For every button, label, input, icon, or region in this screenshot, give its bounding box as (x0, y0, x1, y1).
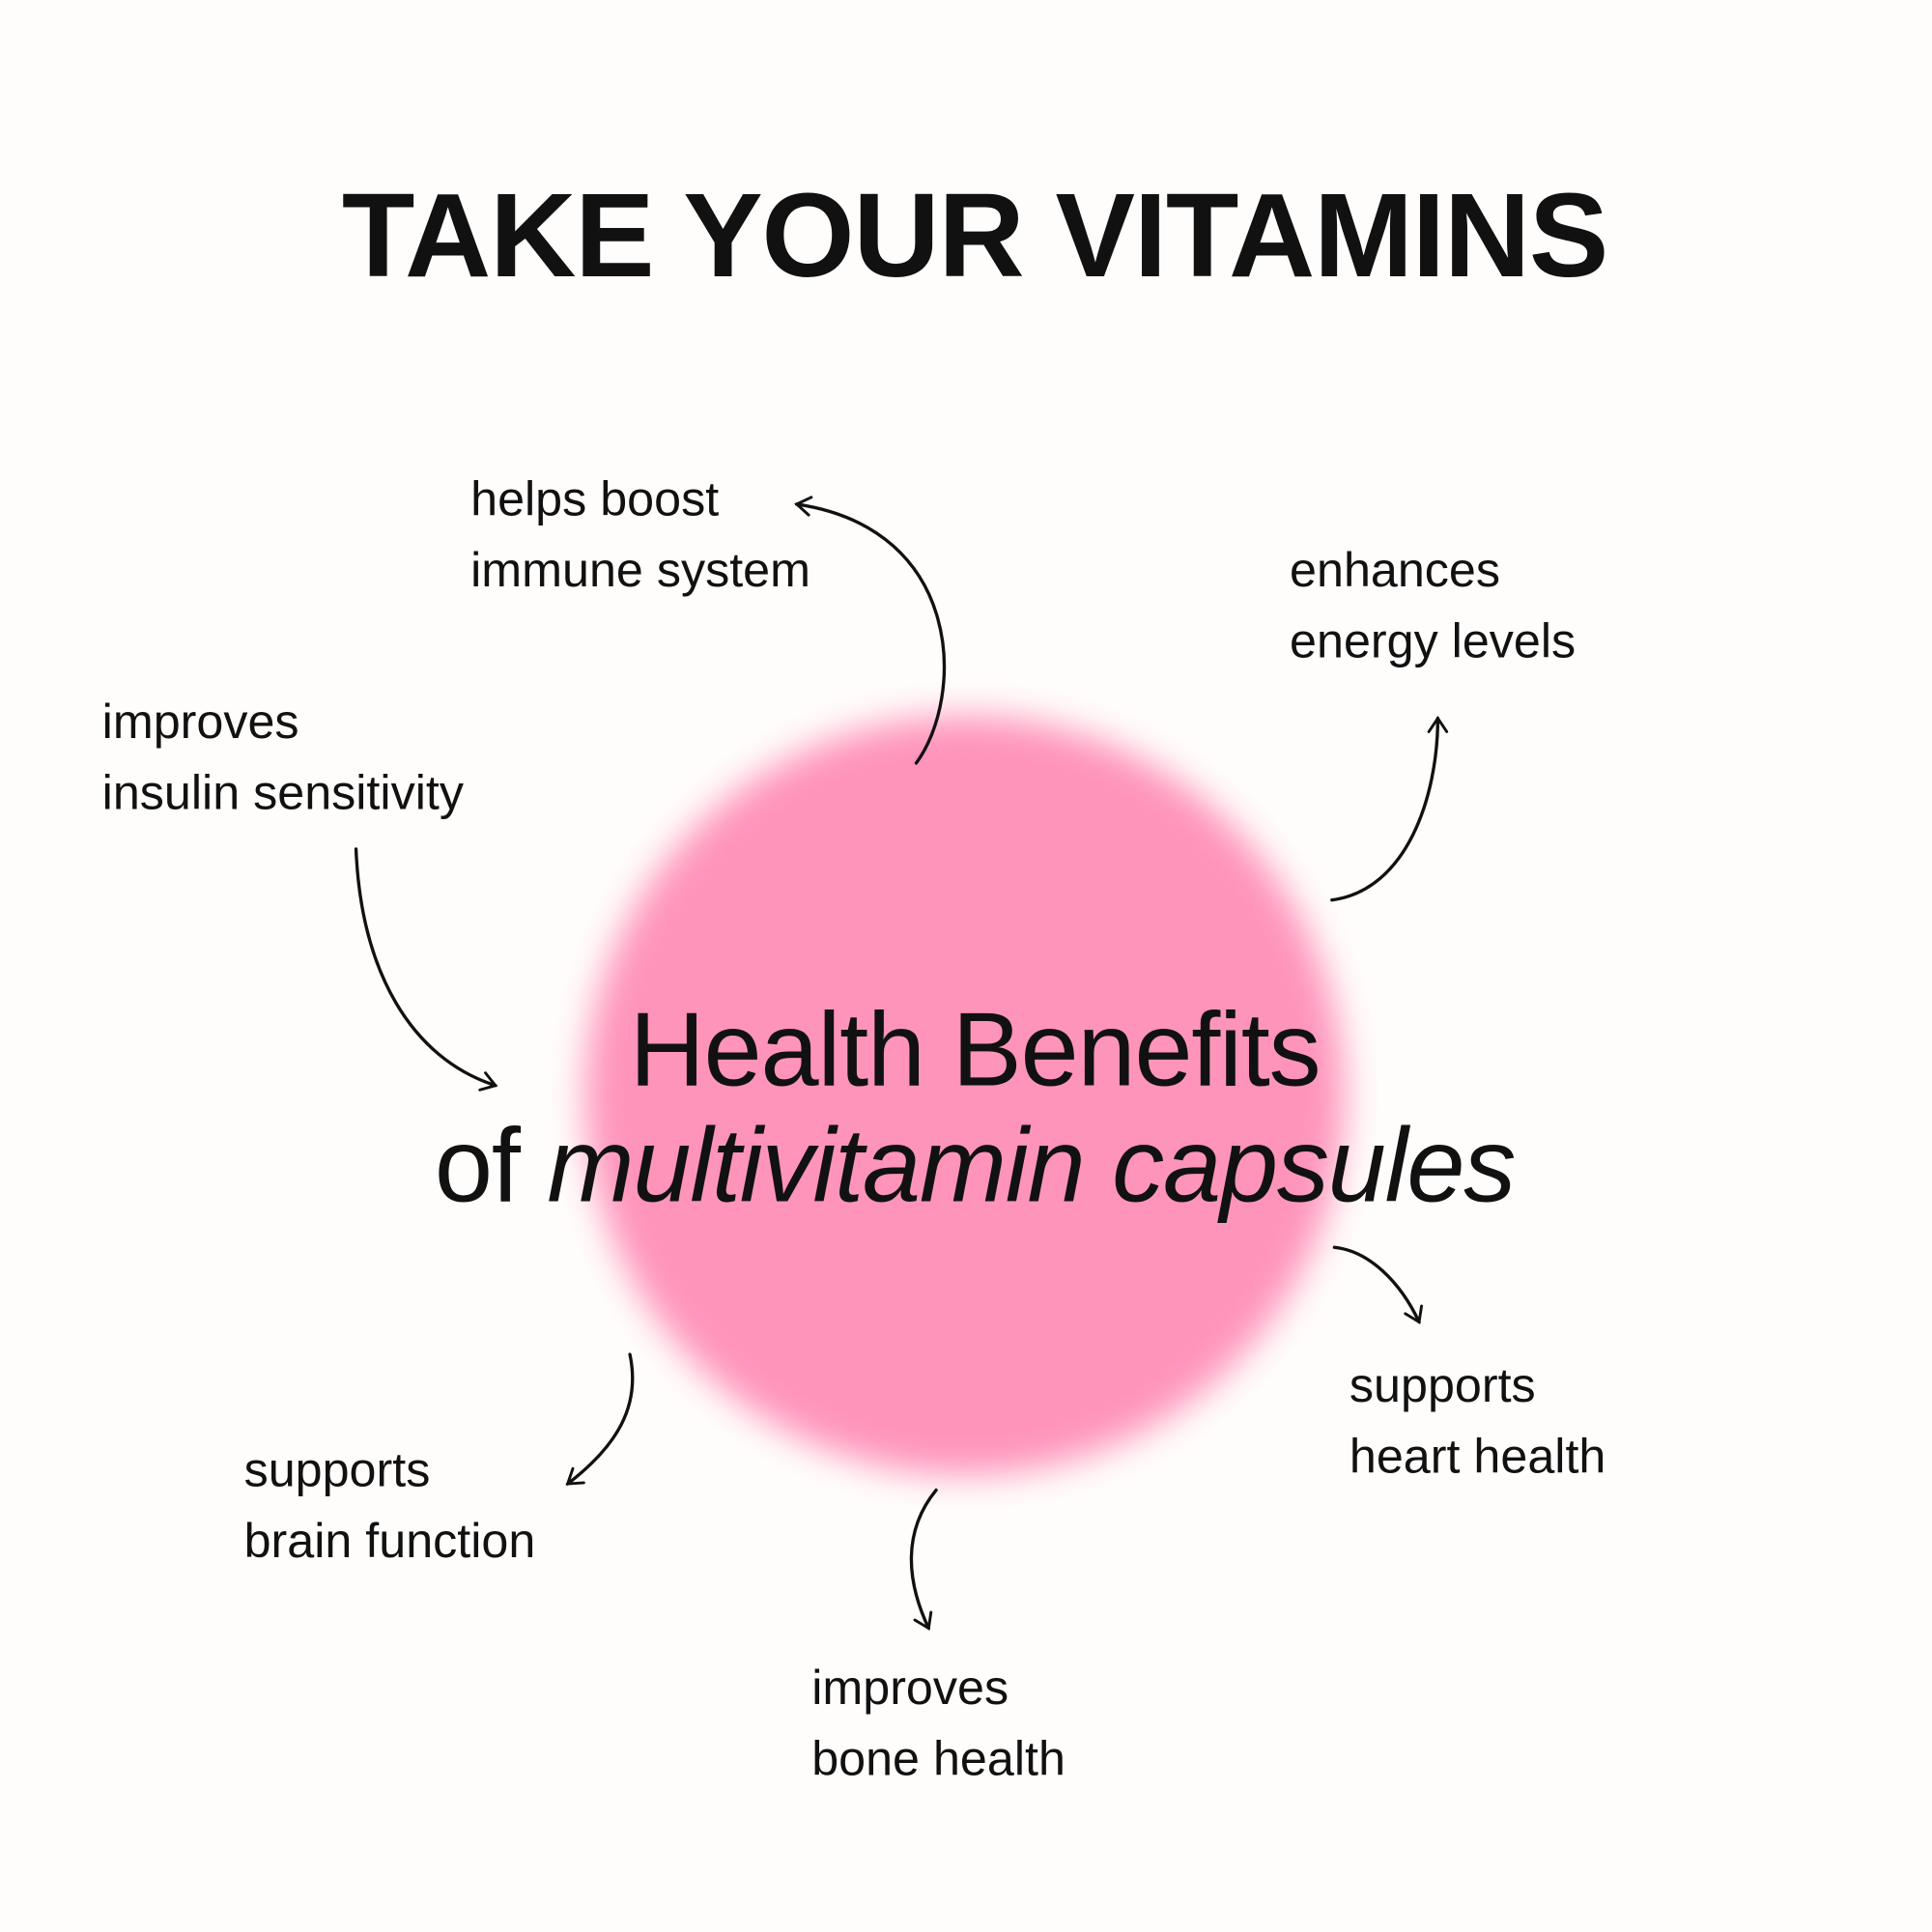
benefit-line: enhances (1290, 544, 1501, 598)
arrow-heart-icon (1332, 1245, 1424, 1324)
benefit-line: supports (243, 1443, 431, 1498)
benefit-line: improves (811, 1662, 1009, 1716)
benefit-line: energy levels (1290, 614, 1577, 669)
benefit-line: brain function (243, 1515, 536, 1569)
center-subheading: of multivitamin capsules (0, 1105, 1932, 1226)
benefit-insulin: improves insulin sensitivity (102, 687, 464, 829)
benefit-immune: helps boost immune system (470, 465, 810, 607)
arrow-energy-icon (1330, 715, 1449, 902)
benefit-line: improves (101, 696, 299, 750)
benefit-line: bone health (811, 1732, 1065, 1787)
arrow-insulin-icon (354, 847, 498, 1092)
arrow-immune-icon (794, 496, 947, 765)
benefit-line: supports (1349, 1359, 1536, 1413)
page-title: TAKE YOUR VITAMINS (341, 169, 1608, 303)
benefit-line: immune system (470, 544, 810, 598)
arrow-brain-icon (565, 1352, 635, 1486)
subheading-prefix: of (434, 1106, 521, 1224)
center-heading: Health Benefits (629, 990, 1321, 1108)
benefit-energy: enhances energy levels (1290, 535, 1576, 677)
benefit-line: helps boost (470, 472, 720, 527)
benefit-brain: supports brain function (244, 1435, 536, 1577)
arrow-bone-icon (909, 1488, 938, 1631)
benefit-line: heart health (1349, 1430, 1606, 1485)
pink-glow-circle (584, 715, 1345, 1476)
subheading-italic: multivitamin capsules (547, 1106, 1516, 1224)
benefit-heart: supports heart health (1350, 1350, 1605, 1492)
benefit-line: insulin sensitivity (101, 766, 464, 821)
benefit-bone: improves bone health (811, 1653, 1065, 1795)
